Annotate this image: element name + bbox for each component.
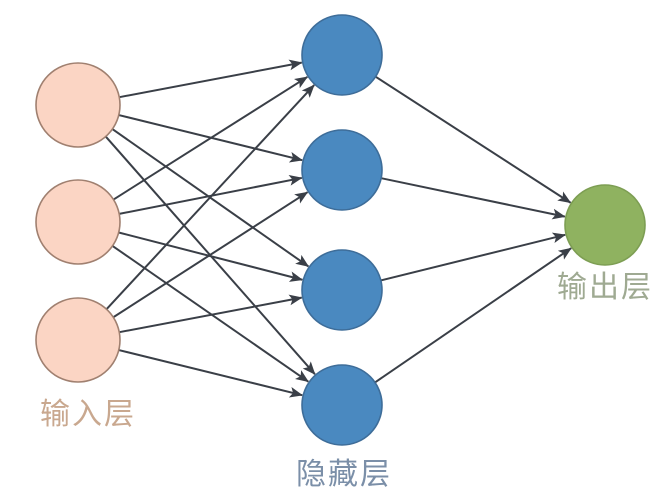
hidden-node-1[interactable] <box>301 14 383 96</box>
connection-edge-h4-to-o1 <box>374 247 572 384</box>
connection-edge-h1-to-o1 <box>375 75 572 204</box>
connection-edge-i3-to-h4 <box>118 349 303 398</box>
input-node-3[interactable] <box>35 297 121 383</box>
connection-edge-i3-to-h2 <box>112 191 309 319</box>
edges-group <box>104 59 572 398</box>
input-node-2[interactable] <box>35 179 121 265</box>
input-layer-label: 输入层 <box>40 398 136 431</box>
connection-edge-i1-to-h1 <box>119 59 303 99</box>
input-node-1[interactable] <box>35 62 121 148</box>
hidden-node-4[interactable] <box>301 364 383 446</box>
connection-edge-i3-to-h3 <box>119 294 303 334</box>
connection-edge-h2-to-o1 <box>380 177 566 220</box>
connection-edge-i3-to-h1 <box>105 84 315 310</box>
connection-edge-h3-to-o1 <box>380 232 566 282</box>
connection-edge-i2-to-h3 <box>118 231 304 282</box>
hidden-node-2[interactable] <box>301 129 383 211</box>
connection-edge-i2-to-h4 <box>111 245 309 383</box>
hidden-node-3[interactable] <box>301 249 383 331</box>
hidden-layer-label: 隐藏层 <box>296 458 392 491</box>
connection-edge-i2-to-h1 <box>112 76 309 201</box>
output-node-1[interactable] <box>564 184 646 266</box>
output-layer-label: 输出层 <box>557 271 653 304</box>
nodes-group <box>35 14 646 446</box>
